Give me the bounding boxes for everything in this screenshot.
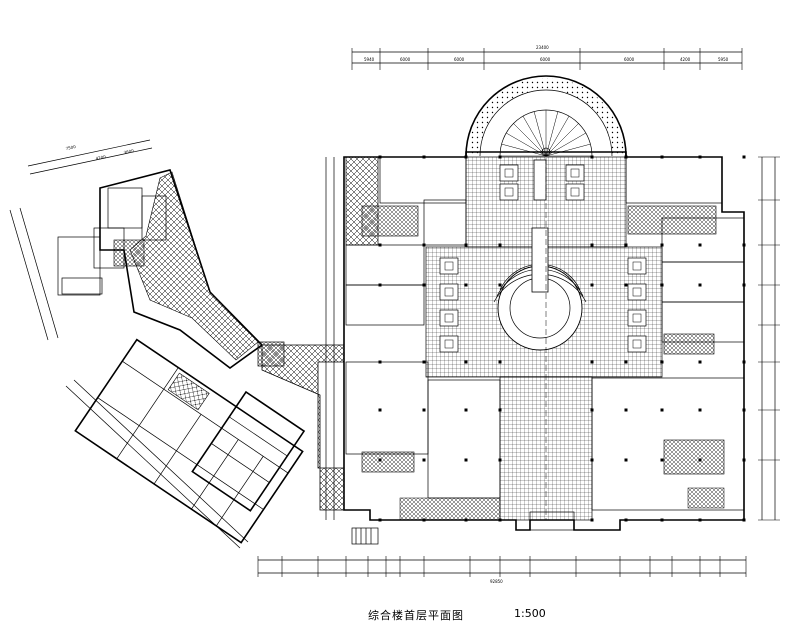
drawing-title: 综合楼首层平面图 — [368, 609, 464, 622]
table-icon — [439, 335, 459, 353]
connector-corridor — [257, 341, 345, 511]
main-building — [343, 151, 746, 531]
left-wing-annex — [191, 390, 306, 512]
drawing-scale: 1:500 — [514, 607, 546, 620]
top-dim-1: 5940 — [364, 57, 375, 62]
bottom-overall-dimension: 92850 — [490, 579, 503, 584]
table-icon — [565, 164, 585, 182]
top-dim-3: 6000 — [454, 57, 465, 62]
wing-dim-3: 3600 — [123, 148, 134, 155]
left-lower-wing — [74, 338, 304, 544]
semicircular-garden — [465, 75, 627, 157]
table-icon — [499, 183, 519, 201]
table-icon — [565, 183, 585, 201]
top-dim-7: 5950 — [718, 57, 729, 62]
wing-dim-1: 7500 — [65, 144, 76, 151]
left-wing-dimensions: 7500 4200 3600 — [9, 139, 249, 549]
left-main-dimension-chain — [325, 157, 335, 520]
table-icon — [627, 309, 647, 327]
top-dim-6: 4200 — [680, 57, 691, 62]
right-dimension-chain — [758, 156, 780, 521]
floor-plan-drawing: 23400 5940 6000 6000 6000 6000 4200 5950 — [9, 45, 780, 584]
table-icon — [627, 257, 647, 275]
left-upper-wing — [57, 169, 264, 369]
table-icon — [627, 335, 647, 353]
top-dim-5: 6000 — [624, 57, 635, 62]
table-icon — [439, 283, 459, 301]
bottom-dimension-chain: 92850 — [257, 556, 747, 584]
table-icon — [439, 309, 459, 327]
top-dim-4: 6000 — [540, 57, 551, 62]
table-icon — [439, 257, 459, 275]
wing-dim-2: 4200 — [95, 154, 106, 161]
top-dim-2: 6000 — [400, 57, 411, 62]
table-icon — [627, 283, 647, 301]
top-overall-dimension: 23400 — [536, 45, 549, 50]
table-icon — [499, 164, 519, 182]
entrance-stairs — [351, 511, 575, 545]
top-dimension-chain: 23400 5940 6000 6000 6000 6000 4200 5950 — [351, 45, 743, 70]
